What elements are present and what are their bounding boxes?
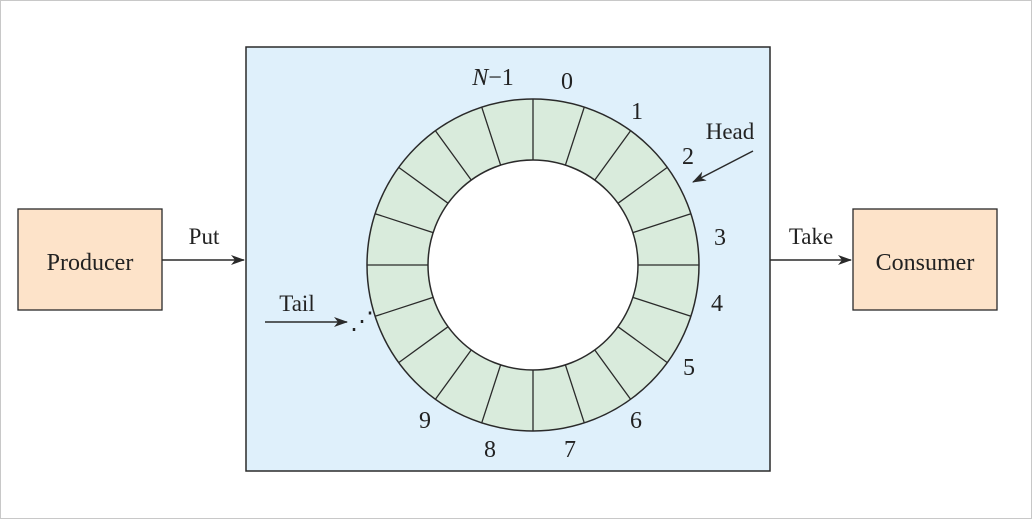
tail-label: Tail — [279, 291, 314, 316]
index-label-n-rest: −1 — [488, 65, 514, 91]
ring-slot-divider — [632, 296, 692, 317]
ring-slot-divider — [398, 166, 449, 204]
ring-slot-divider — [481, 106, 502, 166]
index-label-7: 7 — [564, 437, 576, 463]
ring-slot-divider — [564, 364, 585, 424]
put-label: Put — [189, 224, 220, 249]
ring-slot-dividers — [367, 99, 699, 431]
ring-slot-divider — [481, 364, 502, 424]
ring-slot-divider — [374, 213, 434, 234]
consumer-label: Consumer — [876, 250, 975, 276]
ring-ellipsis: ⋰ — [350, 309, 374, 335]
index-label-9: 9 — [419, 408, 431, 434]
index-label-n-minus-1: N−1 — [471, 65, 514, 91]
index-label-2: 2 — [682, 144, 694, 170]
ring-slot-divider — [398, 326, 449, 364]
index-label-n-var: N — [471, 65, 490, 91]
ring-slot-divider — [564, 106, 585, 166]
index-label-0: 0 — [561, 69, 573, 95]
ring-slot-divider — [594, 349, 632, 400]
index-label-5: 5 — [683, 355, 695, 381]
ring-slot-divider — [617, 326, 668, 364]
ring-inner — [427, 159, 639, 371]
index-label-1: 1 — [631, 99, 643, 125]
ring-slot-divider — [374, 296, 434, 317]
index-label-6: 6 — [630, 408, 642, 434]
index-label-4: 4 — [711, 291, 723, 317]
ring-slot-divider — [617, 166, 668, 204]
producer-label: Producer — [47, 250, 134, 276]
producer-box: Producer — [17, 208, 163, 311]
circular-buffer-ring — [366, 98, 700, 432]
take-label: Take — [789, 224, 833, 249]
index-label-3: 3 — [714, 225, 726, 251]
ring-slot-divider — [594, 130, 632, 181]
head-label: Head — [706, 119, 755, 144]
ring-slot-divider — [632, 213, 692, 234]
ring-slot-divider — [434, 349, 472, 400]
head-arrow — [692, 150, 754, 183]
ring-slot-divider — [434, 130, 472, 181]
consumer-box: Consumer — [852, 208, 998, 311]
index-label-8: 8 — [484, 437, 496, 463]
